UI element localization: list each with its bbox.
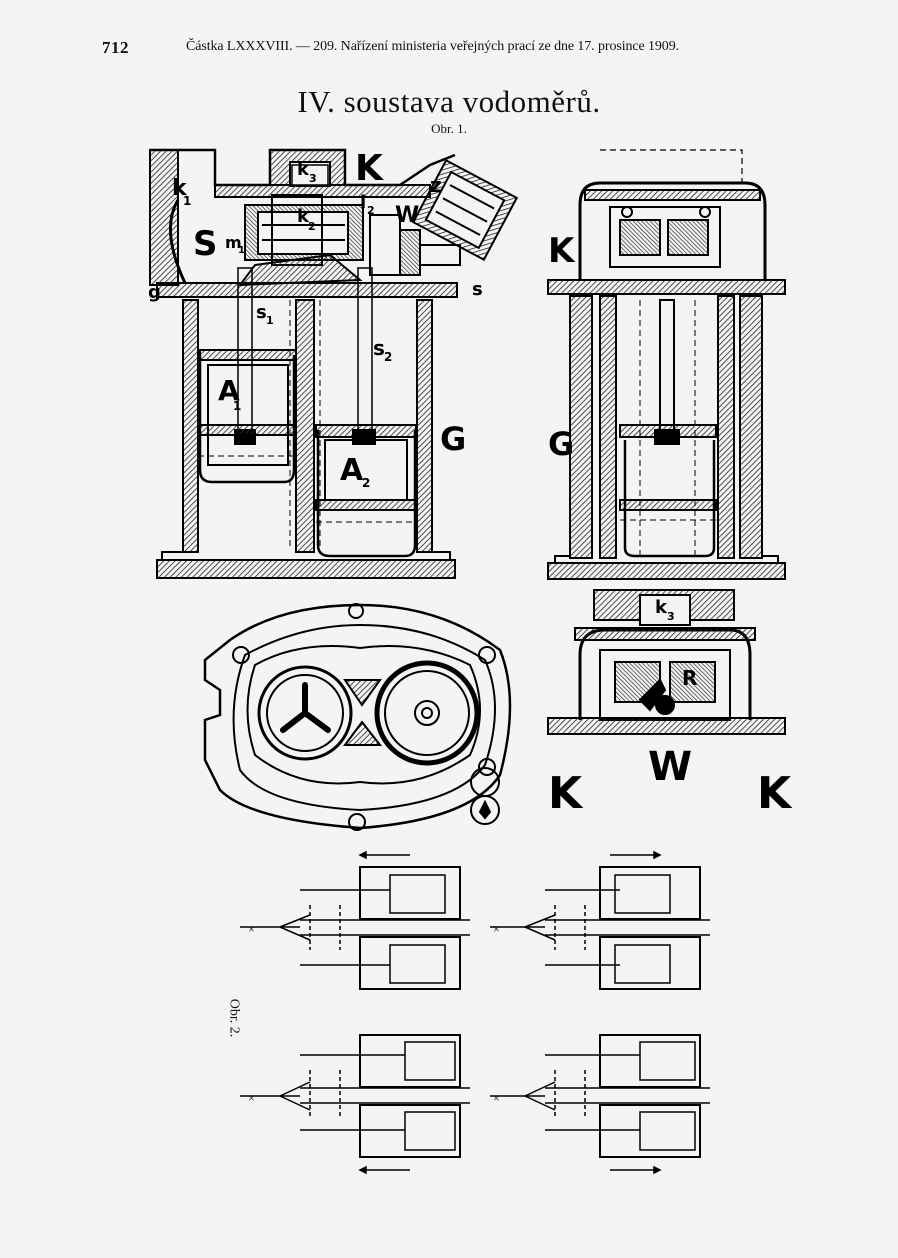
flow-schematic-1: ×	[240, 850, 470, 990]
label-z: z	[430, 173, 442, 197]
label-s1-sub: 1	[266, 314, 274, 327]
label-g: g	[148, 282, 161, 303]
label-s1: s	[256, 302, 267, 323]
running-title: Částka LXXXVIII. — 209. Nařízení ministe…	[186, 39, 680, 54]
label-A2-sub: 2	[362, 476, 370, 490]
label-R: R	[682, 666, 697, 690]
label-i2: i	[360, 192, 366, 213]
label-m1: m	[225, 233, 242, 252]
meter-plan-view	[203, 603, 512, 831]
label-k3-sub: 3	[309, 172, 317, 185]
meter-side-view	[547, 149, 786, 580]
svg-text:×: ×	[493, 1091, 500, 1105]
svg-text:×: ×	[248, 922, 255, 936]
svg-text:×: ×	[248, 1091, 255, 1105]
label-k1-sub: 1	[183, 194, 191, 208]
meter-cross-section-left	[149, 148, 519, 579]
label-A1-sub: 1	[233, 399, 241, 413]
flow-schematic-2: ×	[490, 850, 710, 990]
label-k3: k	[297, 159, 310, 180]
label-K-bottom-left: K	[548, 768, 584, 819]
label-K-side: K	[548, 231, 576, 271]
label-i2-sub: 2	[367, 204, 375, 217]
figure-1-caption: Obr. 1.	[431, 121, 467, 136]
svg-text:×: ×	[493, 922, 500, 936]
label-S: S	[193, 224, 218, 264]
label-s2: s	[373, 336, 385, 360]
label-s-right: s	[472, 279, 483, 300]
page-title: IV. soustava vodoměrů.	[297, 84, 601, 119]
label-k2-sub: 2	[308, 220, 316, 233]
figure-2-caption: Obr. 2.	[226, 998, 242, 1038]
flow-schematic-3: ×	[240, 1034, 470, 1175]
label-k3-bottom: k	[655, 597, 668, 618]
label-m1-sub: 1	[238, 245, 245, 256]
label-W-bottom: W	[648, 744, 692, 790]
label-G-side: G	[548, 425, 574, 463]
label-K-top: K	[355, 148, 384, 189]
register-view	[547, 589, 786, 735]
page-number: 712	[102, 38, 129, 57]
flow-schematic-4: ×	[490, 1034, 710, 1175]
label-K-bottom-right: K	[757, 768, 793, 819]
label-W-top: W	[395, 203, 419, 228]
label-A2: A	[340, 453, 364, 488]
label-k1: k	[172, 176, 188, 201]
label-k3-bottom-sub: 3	[667, 610, 675, 623]
label-A1: A	[218, 374, 240, 407]
labels-left-section: k 1 k 3 K z k 2 i 2 W S m 1 g s s 1 s 2 …	[148, 148, 483, 490]
label-G-left: G	[440, 420, 466, 458]
label-k2: k	[297, 206, 310, 227]
label-s2-sub: 2	[384, 350, 392, 364]
